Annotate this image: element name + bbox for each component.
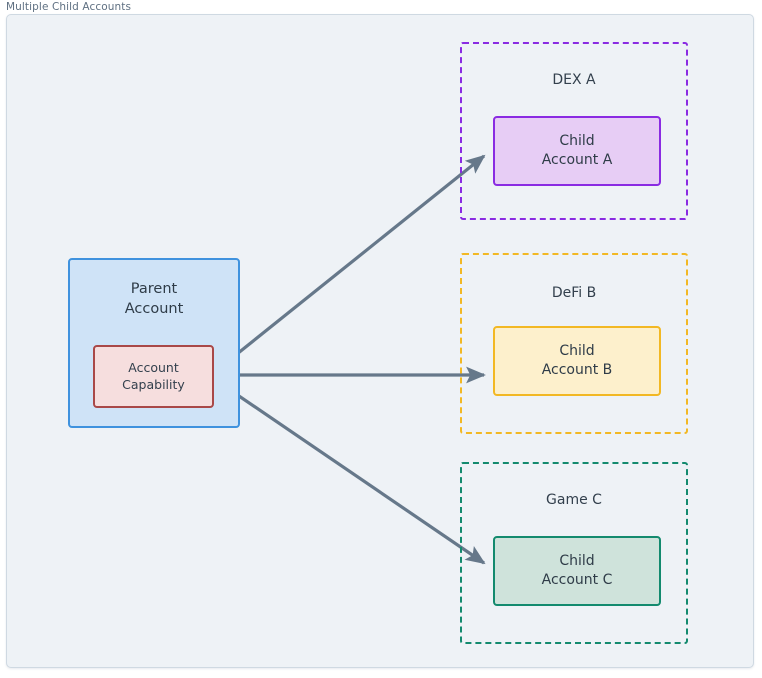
child-account-c-label-line2: Account C bbox=[541, 572, 613, 588]
account-capability-label-line1: Account bbox=[128, 359, 179, 375]
child-account-c-label-line1: Child bbox=[559, 553, 595, 570]
group-game-c[interactable]: Game C bbox=[460, 462, 688, 644]
group-dex-a[interactable]: DEX A bbox=[460, 42, 688, 220]
group-defi-b[interactable]: DeFi B bbox=[460, 253, 688, 434]
node-child-account-a[interactable]: Child Account A bbox=[493, 116, 661, 186]
node-child-account-b[interactable]: Child Account B bbox=[493, 326, 661, 396]
group-defi-b-label: DeFi B bbox=[551, 285, 597, 301]
diagram-title: Multiple Child Accounts bbox=[6, 1, 132, 13]
child-account-a-label-line1: Child bbox=[559, 133, 595, 150]
account-capability-label-line2: Capability bbox=[122, 376, 185, 392]
group-dex-a-label: DEX A bbox=[552, 72, 596, 88]
node-account-capability[interactable]: Account Capability bbox=[93, 345, 214, 408]
node-child-account-c[interactable]: Child Account C bbox=[493, 536, 661, 606]
child-account-b-label-line1: Child bbox=[559, 343, 595, 360]
child-account-a-label-line2: Account A bbox=[541, 152, 613, 168]
group-game-c-label: Game C bbox=[546, 492, 602, 508]
parent-account-label-line2: Account bbox=[124, 300, 184, 317]
child-account-b-label-line2: Account B bbox=[541, 362, 613, 378]
parent-account-label-line1: Parent bbox=[130, 281, 178, 297]
